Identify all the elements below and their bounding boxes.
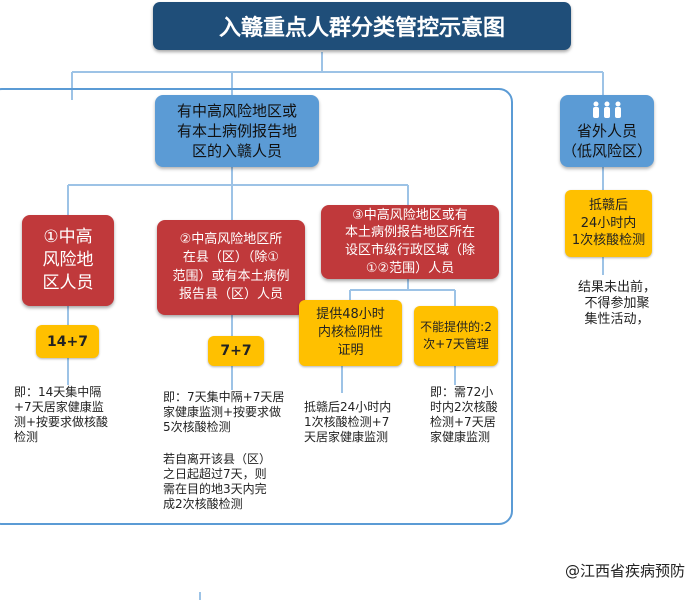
category1-note: 即：14天集中隔 +7天居家健康监 测+按要求做核酸 检测 <box>14 385 109 444</box>
out-of-province-box: 省外人员 （低风险区） <box>560 95 654 167</box>
out-of-province-action-box: 抵赣后 24小时内 1次核酸检测 <box>565 190 652 257</box>
category3-box: ③中高风险地区或有 本土病例报告地区所在 设区市级行政区域（除 ①②范围）人员 <box>321 205 499 279</box>
category2-extra-note: 若自离开该县（区） 之日起超过7天，则 需在目的地3天内完 成2次核酸检测 <box>163 452 272 511</box>
category1-box: ①中高 风险地 区人员 <box>22 215 114 306</box>
category3-option-b-box: 不能提供的:2 次+7天管理 <box>414 306 498 366</box>
people-icon <box>590 101 624 121</box>
category2-note: 即：7天集中隔+7天居 家健康监测+按要求做 5次核酸检测 <box>163 390 285 434</box>
category1-code-badge: 14+7 <box>36 325 99 358</box>
source-credit: @江西省疾病预防 <box>565 562 686 580</box>
category2-box: ②中高风险地区所 在县（区）（除① 范围）或有本土病例 报告县（区）人员 <box>157 220 305 315</box>
low-risk-label: （低风险区） <box>561 142 652 160</box>
category2-code-badge: 7+7 <box>208 336 264 366</box>
page-title: 入赣重点人群分类管控示意图 <box>153 2 571 50</box>
category3-option-a-box: 提供48小时 内核检阴性 证明 <box>299 300 402 366</box>
domestic-risk-frame <box>0 88 513 525</box>
category3-option-a-note: 抵赣后24小时内 1次核酸检测+7 天居家健康监测 <box>304 400 392 444</box>
out-of-province-label: 省外人员 <box>576 121 637 140</box>
category3-option-b-note: 即：需72小 时内2次核酸 检测+7天居 家健康监测 <box>430 385 498 444</box>
out-of-province-note: 结果未出前， 不得参加聚 集性活动， <box>577 280 656 327</box>
mid-high-risk-travelers-box: 有中高风险地区或 有本土病例报告地 区的入赣人员 <box>155 95 319 167</box>
